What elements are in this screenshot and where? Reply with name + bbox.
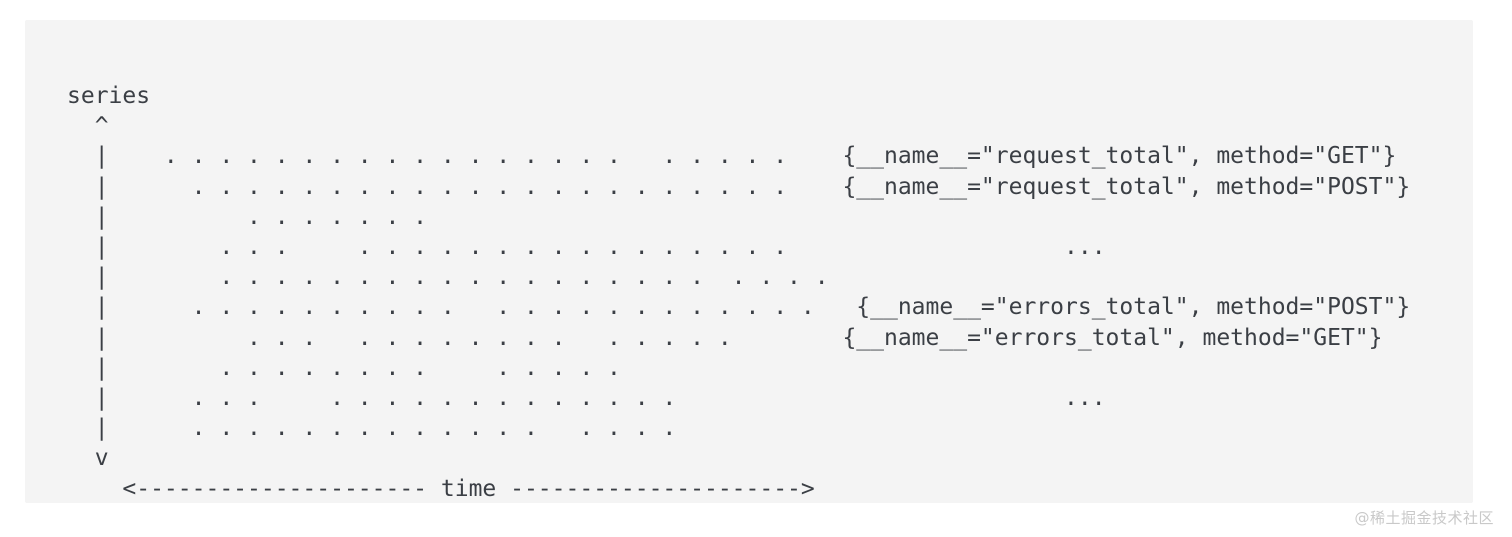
watermark: @稀土掘金技术社区 [1354, 509, 1494, 527]
ascii-art-diagram: series ^ | . . . . . . . . . . . . . . .… [67, 83, 1411, 502]
code-block: series ^ | . . . . . . . . . . . . . . .… [25, 20, 1473, 503]
